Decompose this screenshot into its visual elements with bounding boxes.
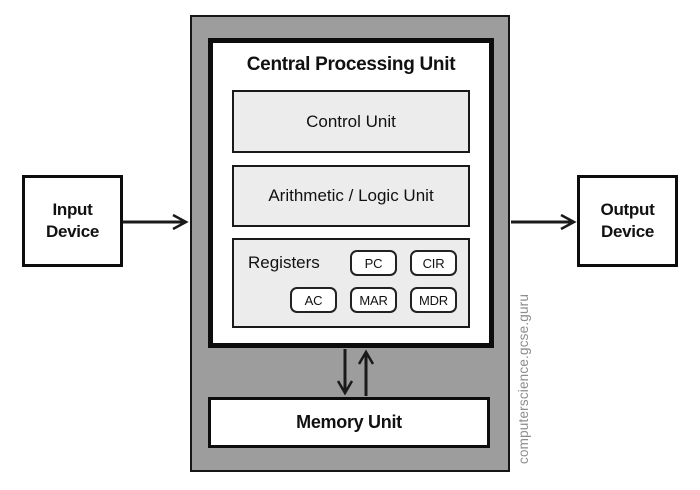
registers-box: Registers PC CIR AC MAR MDR [232, 238, 470, 328]
registers-label: Registers [248, 253, 320, 272]
alu-box: Arithmetic / Logic Unit [232, 165, 470, 227]
watermark-text: computerscience.gcse.guru [516, 293, 531, 464]
register-mar: MAR [350, 287, 397, 313]
input-device-box: Input Device [22, 175, 123, 267]
alu-label: Arithmetic / Logic Unit [268, 186, 434, 205]
memory-unit-box: Memory Unit [208, 397, 490, 448]
register-mdr: MDR [410, 287, 457, 313]
cpu-to-output-arrow [511, 213, 577, 231]
output-device-box: Output Device [577, 175, 678, 267]
register-ac: AC [290, 287, 337, 313]
cpu-box: Central Processing Unit Control Unit Ari… [208, 38, 494, 348]
control-unit-label: Control Unit [306, 111, 396, 131]
input-to-cpu-arrow [123, 213, 189, 231]
register-cir: CIR [410, 250, 457, 276]
memory-unit-label: Memory Unit [296, 412, 402, 432]
register-pc: PC [350, 250, 397, 276]
output-device-label: Output Device [600, 199, 655, 241]
control-unit-box: Control Unit [232, 90, 470, 153]
cpu-title: Central Processing Unit [246, 54, 456, 75]
input-device-label: Input Device [45, 199, 100, 241]
